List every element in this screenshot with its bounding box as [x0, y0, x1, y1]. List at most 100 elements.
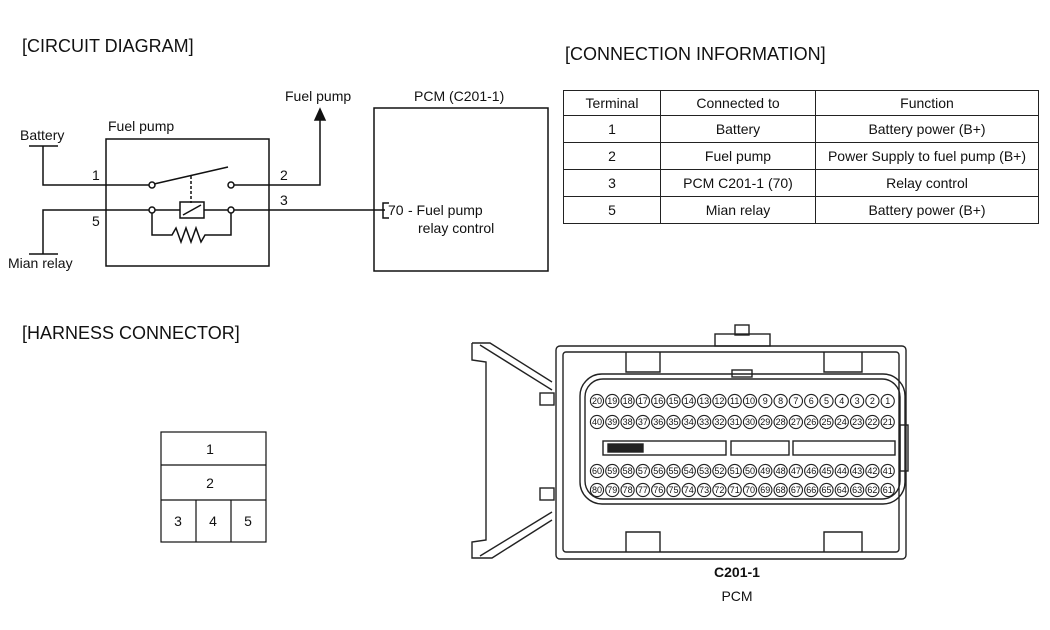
battery-wire	[42, 146, 150, 186]
pcm-pin-label: 56	[653, 466, 663, 476]
pcm-pin-65	[819, 482, 834, 498]
pcm-pin-label: 14	[684, 396, 694, 406]
pcm-pin-label: 77	[638, 485, 648, 495]
pcm-pin-label: 43	[852, 466, 862, 476]
pcm-pin-75	[666, 482, 681, 498]
connected-to-cell: PCM C201-1 (70)	[660, 169, 816, 197]
battery-label: Battery	[20, 127, 64, 143]
pcm-pin-label: 57	[638, 466, 648, 476]
pcm-pin-68	[773, 482, 788, 498]
pin-5-label: 5	[92, 213, 100, 229]
pcm-pin-10	[742, 393, 758, 409]
pcm-pin-label: 19	[607, 396, 617, 406]
pcm-pin-53	[696, 463, 712, 479]
pcm-pin-17	[635, 393, 651, 409]
pcm-pin-59	[605, 463, 620, 479]
pcm-pin-21	[880, 414, 895, 430]
pcm-pin-50	[742, 463, 758, 479]
pcm-pin-31	[727, 414, 742, 430]
pcm-pin-61	[880, 482, 895, 498]
pcm-pin-label: 33	[699, 417, 709, 427]
harness-cell-5: 5	[244, 513, 252, 529]
main-relay-label: Mian relay	[8, 255, 73, 271]
connection-info-heading: [CONNECTION INFORMATION]	[565, 44, 826, 64]
harness-cell-3: 3	[174, 513, 182, 529]
terminal-cell: 3	[563, 169, 661, 197]
pcm-connector-drawing	[471, 324, 909, 560]
pin-3-label: 3	[280, 192, 288, 208]
pcm-pin-bracket	[382, 202, 389, 219]
pcm-pin-label: 22	[867, 417, 877, 427]
pcm-pin-label: 58	[623, 466, 633, 476]
pcm-pin-label: 7	[793, 396, 798, 406]
pcm-pin-9	[758, 393, 773, 409]
pcm-pin-18	[620, 393, 635, 409]
pcm-pin-label: 64	[837, 485, 847, 495]
pcm-pin-label: 5	[824, 396, 829, 406]
pcm-pin-label: 8	[778, 396, 783, 406]
harness-cell-1: 1	[206, 441, 214, 457]
pcm-pin-label: 76	[653, 485, 663, 495]
pcm-pin-37	[635, 414, 651, 430]
pcm-pin-label: 15	[668, 396, 678, 406]
pcm-pin-24	[834, 414, 849, 430]
harness-cell-4: 4	[209, 513, 217, 529]
pcm-pin-label: 25	[821, 417, 831, 427]
pcm-pin-66	[804, 482, 819, 498]
pcm-pin-35	[666, 414, 681, 430]
pin-1-label: 1	[92, 167, 100, 183]
pcm-pin-55	[666, 463, 681, 479]
pcm-pin-63	[849, 482, 865, 498]
pcm-pin-label: 61	[883, 485, 893, 495]
pcm-pin-42	[865, 463, 880, 479]
pcm-pin-71	[727, 482, 742, 498]
pin-2-label: 2	[280, 167, 288, 183]
pcm-pin-2	[865, 393, 880, 409]
pcm-pin-77	[635, 482, 651, 498]
pcm-pin-label: 26	[806, 417, 816, 427]
pcm-pin-label: 48	[776, 466, 786, 476]
pcm-pin-function-line2: relay control	[418, 220, 494, 236]
pcm-pin-78	[620, 482, 635, 498]
pcm-pin-8	[773, 393, 788, 409]
pcm-pin-72	[712, 482, 727, 498]
pcm-pin-label: 59	[607, 466, 617, 476]
pcm-pin-40	[589, 414, 605, 430]
pcm-pin-76	[651, 482, 666, 498]
fuel-pump-arrow-label: Fuel pump	[285, 88, 351, 104]
pcm-pin-27	[788, 414, 804, 430]
pcm-pin-44	[834, 463, 849, 479]
pcm-pin-label: 9	[763, 396, 768, 406]
pcm-pin-label: 18	[623, 396, 633, 406]
pcm-pin-41	[880, 463, 895, 479]
pcm-pin-label: 73	[699, 485, 709, 495]
pcm-connector-name: C201-1	[714, 564, 760, 580]
pcm-pin-label: 55	[668, 466, 678, 476]
pcm-pin-70	[742, 482, 758, 498]
pcm-pin-58	[620, 463, 635, 479]
pcm-pin-79	[605, 482, 620, 498]
pcm-title: PCM (C201-1)	[414, 88, 504, 104]
pcm-pin-label: 4	[839, 396, 844, 406]
pcm-pin-12	[712, 393, 727, 409]
harness-connector-heading: [HARNESS CONNECTOR]	[22, 323, 240, 343]
pcm-pin-label: 27	[791, 417, 801, 427]
terminal-cell: 2	[563, 142, 661, 170]
pcm-pin-label: 66	[806, 485, 816, 495]
pcm-pin-label: 10	[745, 396, 755, 406]
circuit-diagram	[29, 107, 549, 272]
pcm-pin-36	[651, 414, 666, 430]
pcm-pin-label: 39	[607, 417, 617, 427]
terminal-cell: 5	[563, 196, 661, 224]
function-cell: Relay control	[815, 169, 1039, 197]
pcm-pin-11	[727, 393, 742, 409]
pcm-pin-label: 23	[852, 417, 862, 427]
pcm-pin-13	[696, 393, 712, 409]
pcm-pin-33	[696, 414, 712, 430]
pcm-pin-label: 52	[714, 466, 724, 476]
pcm-pin-label: 45	[821, 466, 831, 476]
pcm-pin-label: 79	[607, 485, 617, 495]
